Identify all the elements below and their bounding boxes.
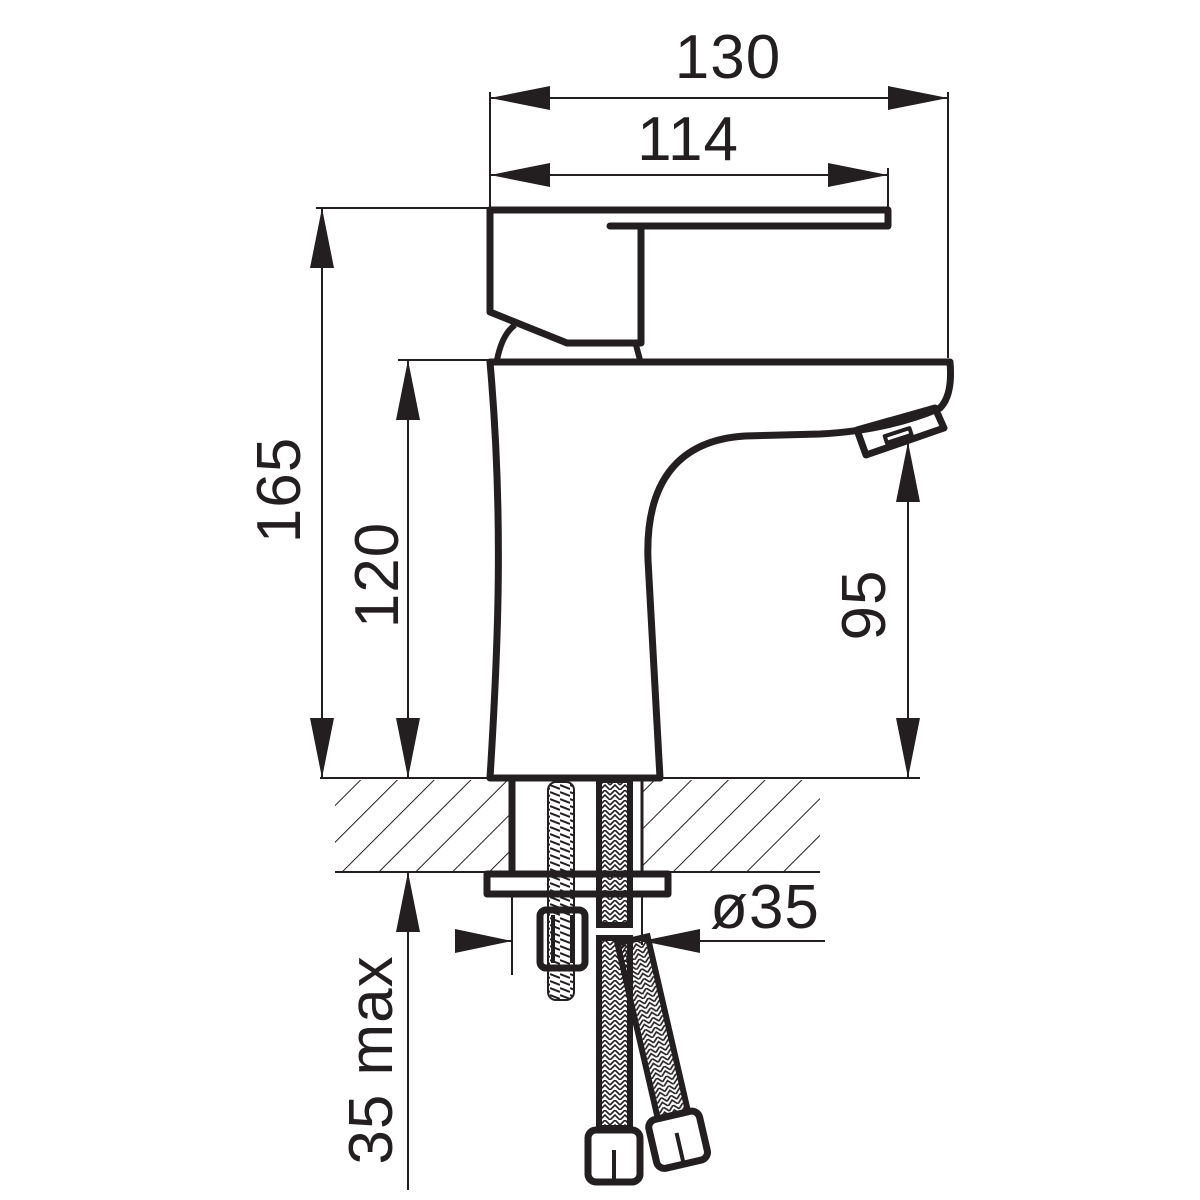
mounting-flange [483, 870, 672, 898]
dimension-shank-diameter: ø35 [455, 873, 825, 975]
flexible-hose-1 [584, 777, 644, 1186]
dimension-body-height: 120 [343, 359, 490, 778]
flexible-hose-2 [613, 932, 711, 1172]
dim-95-label: 95 [830, 570, 899, 641]
dim-130-label: 130 [675, 23, 781, 92]
dim-35max-label: 35 max [337, 955, 406, 1164]
dim-165-label: 165 [245, 437, 314, 543]
dimension-lever-length: 114 [490, 105, 889, 210]
mounting-hardware [483, 776, 711, 1186]
dim-diameter-label: ø35 [710, 873, 820, 942]
aerator [853, 404, 948, 459]
dimension-deck-thickness: 35 max [337, 872, 420, 1190]
dimension-spout-height: 95 [830, 442, 920, 778]
dim-114-label: 114 [637, 105, 739, 174]
fixing-nut [536, 906, 589, 972]
dimension-overall-depth: 130 [489, 23, 949, 358]
faucet-body [486, 358, 954, 782]
dim-120-label: 120 [343, 522, 412, 628]
handle-lever [486, 206, 892, 361]
countertop-section [320, 777, 920, 873]
dimension-overall-height: 165 [245, 207, 490, 778]
